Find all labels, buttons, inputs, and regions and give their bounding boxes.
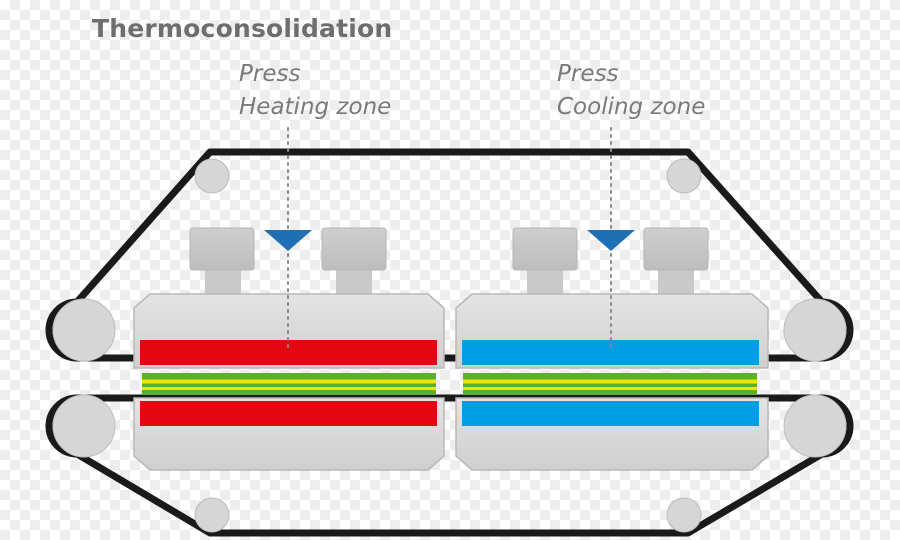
cooling-plate-bottom bbox=[462, 401, 759, 426]
cooling-plate-top bbox=[462, 340, 759, 365]
drum-lower-right bbox=[783, 394, 847, 458]
drum-upper-right bbox=[783, 298, 847, 362]
heating-zone-line1: Press bbox=[239, 61, 301, 87]
roller-top-left bbox=[194, 158, 230, 194]
heating-plate-bottom bbox=[140, 401, 437, 426]
cooling-zone-line2: Cooling zone bbox=[557, 94, 706, 120]
heating-zone-label: Press Heating zone bbox=[239, 58, 391, 124]
laminate-cooling bbox=[463, 373, 757, 395]
roller-bottom-left bbox=[194, 497, 230, 533]
heating-arrow-icon bbox=[264, 230, 312, 251]
roller-bottom-right bbox=[666, 497, 702, 533]
drum-upper-left bbox=[52, 298, 116, 362]
cooling-press-actuators bbox=[512, 227, 709, 294]
cooling-zone-label: Press Cooling zone bbox=[557, 58, 705, 124]
heating-press-actuators bbox=[189, 227, 387, 294]
cooling-zone-line1: Press bbox=[557, 61, 619, 87]
roller-top-right bbox=[666, 158, 702, 194]
diagram-title: Thermoconsolidation bbox=[92, 14, 393, 43]
cooling-arrow-icon bbox=[587, 230, 635, 251]
heating-plate-top bbox=[140, 340, 437, 365]
heating-zone-line2: Heating zone bbox=[239, 94, 392, 120]
drum-lower-left bbox=[52, 394, 116, 458]
laminate-heating bbox=[142, 373, 436, 395]
lower-belt bbox=[45, 394, 854, 537]
